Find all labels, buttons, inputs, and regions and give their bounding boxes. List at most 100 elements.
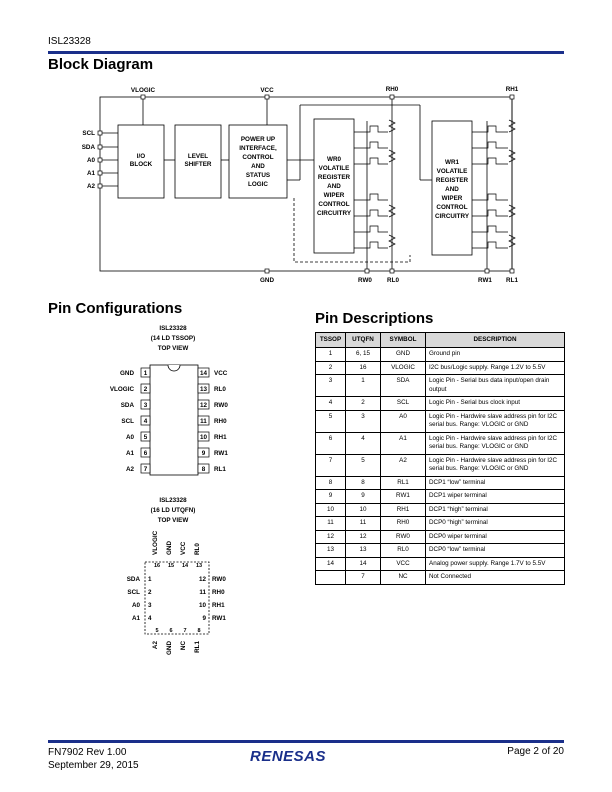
tssop-name: ISL23328 [159,325,187,332]
cell-description: Not Connected [425,570,565,585]
bd-level-line-2: SHIFTER [185,161,212,168]
cell-tssop [315,570,346,585]
cell-utqfn: 12 [345,529,381,544]
footer-rule [48,740,564,743]
cell-utqfn: 14 [345,556,381,571]
utqfn-pin-num: 8 [197,628,200,634]
cell-tssop: 3 [315,374,346,397]
footer-page: Page 2 of 20 [507,746,564,757]
cell-tssop: 5 [315,409,346,433]
cell-utqfn: 9 [345,489,381,504]
header-rule [48,51,564,54]
bd-power-line-2: INTERFACE, [239,145,277,152]
bd-label-vlogic: VLOGIC [131,87,156,94]
utqfn-pin-label: A1 [132,615,141,622]
bd-label-rh1: RH1 [506,86,519,93]
tssop-pin-num: 5 [144,434,148,441]
cell-tssop: 1 [315,347,346,362]
cell-tssop: 9 [315,489,346,504]
utqfn-pin-label: A0 [132,602,141,609]
cell-utqfn: 10 [345,502,381,517]
cell-utqfn: 2 [345,396,381,411]
utqfn-pin-num: 4 [148,615,152,622]
utqfn-pin-num: 11 [199,589,206,596]
pin-config-title: Pin Configurations [48,300,183,317]
bd-level-line-1: LEVEL [188,153,208,160]
pin-table-header-row: TSSOP UTQFN SYMBOL DESCRIPTION [315,332,565,348]
bd-pin-a1: A1 [87,170,96,177]
cell-utqfn: 16 [345,360,381,375]
utqfn-pin-label: RW0 [212,576,226,583]
bd-power-line-3: CONTROL [242,154,273,161]
bd-wr0-line-1: WR0 [327,156,341,163]
utqfn-pin-label: VCC [180,541,187,555]
cell-description: DCP1 “low” terminal [425,475,565,490]
col-symbol: SYMBOL [380,332,426,348]
cell-description: DCP0 “low” terminal [425,543,565,558]
cell-utqfn: 13 [345,543,381,558]
bd-label-rh0: RH0 [386,86,399,93]
footer-date: September 29, 2015 [48,760,139,771]
utqfn-pin-label: GND [166,541,173,555]
utqfn-pin-label: NC [180,641,187,651]
cell-utqfn: 5 [345,453,381,477]
bd-label-rl0: RL0 [387,277,399,284]
block-diagram-title: Block Diagram [48,56,154,73]
utqfn-pin-num: 9 [202,615,206,622]
cell-symbol: A2 [380,453,426,477]
header-doc-name: ISL23328 [48,36,91,47]
bd-wr0-line-7: CIRCUITRY [317,210,352,217]
pin-configurations: ISL23328 (14 LD TSSOP) TOP VIEW 1GND2VLO… [110,325,229,655]
bd-label-rl1: RL1 [506,277,518,284]
bd-power-line-1: POWER UP [241,136,275,143]
cell-description: DCP0 “high” terminal [425,516,565,531]
tssop-pin-label: RW1 [214,450,228,457]
bd-io-line-2: BLOCK [130,161,153,168]
cell-description: DCP1 “high” terminal [425,502,565,517]
cell-tssop: 13 [315,543,346,558]
footer-left: FN7902 Rev 1.00 September 29, 2015 [48,746,139,772]
cell-description: Logic Pin - Serial bus clock input [425,396,565,411]
tssop-pin-label: RW0 [214,402,228,409]
bd-wr1-line-6: CONTROL [436,204,467,211]
tssop-pin-num: 2 [144,386,148,393]
tssop-pin-label: RH1 [214,434,227,441]
utqfn-pin-num: 14 [182,563,189,569]
cell-symbol: A0 [380,409,426,433]
bd-label-rw0: RW0 [358,277,372,284]
tssop-pin-label: A2 [126,466,135,473]
footer-doc-number: FN7902 Rev 1.00 [48,747,127,758]
cell-description: Logic Pin - Hardwire slave address pin f… [425,453,565,477]
tssop-package: (14 LD TSSOP) [151,335,195,342]
tssop-pin-label: SDA [121,402,135,409]
utqfn-pin-label: RL1 [194,641,201,653]
cell-symbol: RW0 [380,529,426,544]
utqfn-pin-num: 16 [154,563,160,569]
bd-pin-scl: SCL [82,130,95,137]
tssop-pin-num: 13 [200,386,208,393]
cell-tssop: 12 [315,529,346,544]
cell-tssop: 11 [315,516,346,531]
tssop-pin-num: 12 [200,402,208,409]
cell-tssop: 8 [315,475,346,490]
tssop-pin-num: 3 [144,402,148,409]
tssop-pin-label: VLOGIC [110,386,135,393]
cell-description: I2C bus/Logic supply. Range 1.2V to 5.5V [425,360,565,375]
bd-io-line-1: I/O [137,153,145,160]
bd-label-rw1: RW1 [478,277,492,284]
bd-wr1-line-3: REGISTER [436,177,469,184]
utqfn-pin-num: 12 [199,576,207,583]
cell-description: Logic Pin - Serial bus data input/open d… [425,374,565,397]
bd-wr1-line-7: CIRCUITRY [435,213,470,220]
utqfn-pin-label: GND [166,641,173,655]
renesas-logo: RENESAS [250,748,327,765]
utqfn-pin-label: RL0 [194,543,201,555]
cell-utqfn: 11 [345,516,381,531]
bd-wr0-line-4: AND [327,183,341,190]
